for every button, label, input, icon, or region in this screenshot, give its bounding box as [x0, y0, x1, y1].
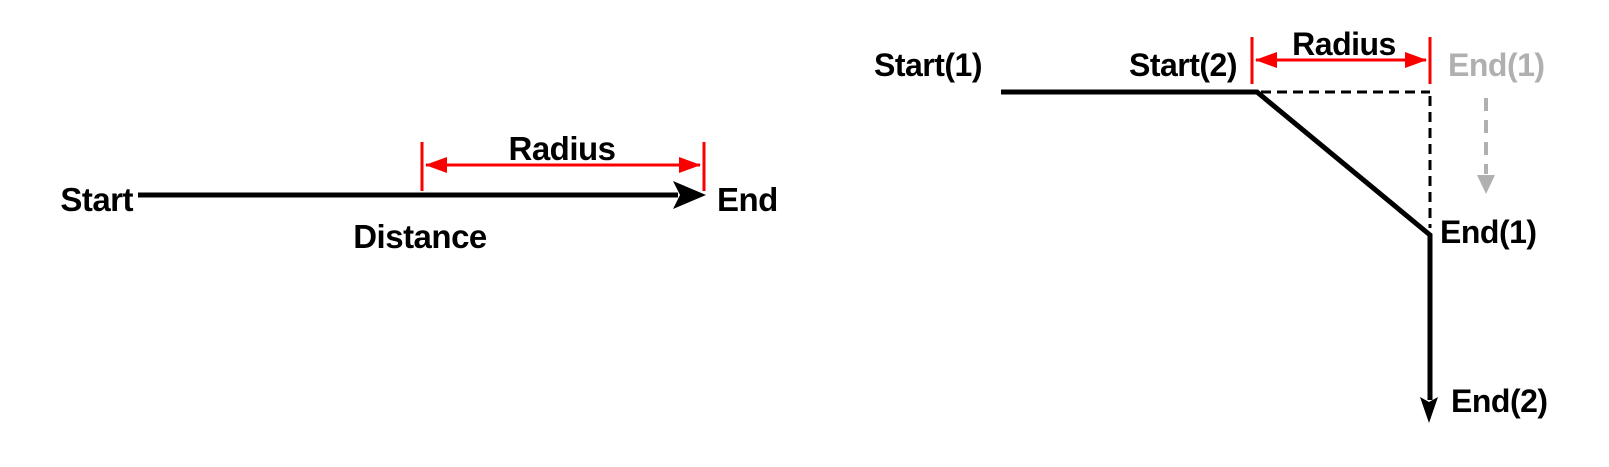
distance-label: Distance: [353, 218, 487, 255]
radius-label: Radius: [1292, 26, 1396, 62]
radius-right-arrowhead-icon: [679, 157, 701, 173]
curved-route-diagram: Start(1) Start(2) Radius End(1) End(1) E…: [874, 26, 1548, 423]
start2-label: Start(2): [1129, 47, 1237, 83]
end2-arrowhead-icon: [1420, 397, 1438, 423]
distance-arrowhead-icon: [673, 181, 706, 209]
radius-left-arrowhead-icon: [1255, 52, 1277, 68]
ghost-end1-label: End(1): [1448, 47, 1545, 83]
radius-left-arrowhead-icon: [425, 157, 447, 173]
end2-label: End(2): [1451, 383, 1548, 419]
radius-label: Radius: [508, 130, 615, 167]
start-label: Start: [60, 181, 133, 218]
ghost-drop-arrowhead-icon: [1477, 175, 1495, 194]
straight-route-diagram: Start End Distance Radius: [60, 130, 778, 255]
route-path-line: [1001, 89, 1433, 400]
radius-right-arrowhead-icon: [1405, 52, 1427, 68]
end1-label: End(1): [1440, 214, 1537, 250]
end-label: End: [717, 181, 778, 218]
start1-label: Start(1): [874, 47, 982, 83]
